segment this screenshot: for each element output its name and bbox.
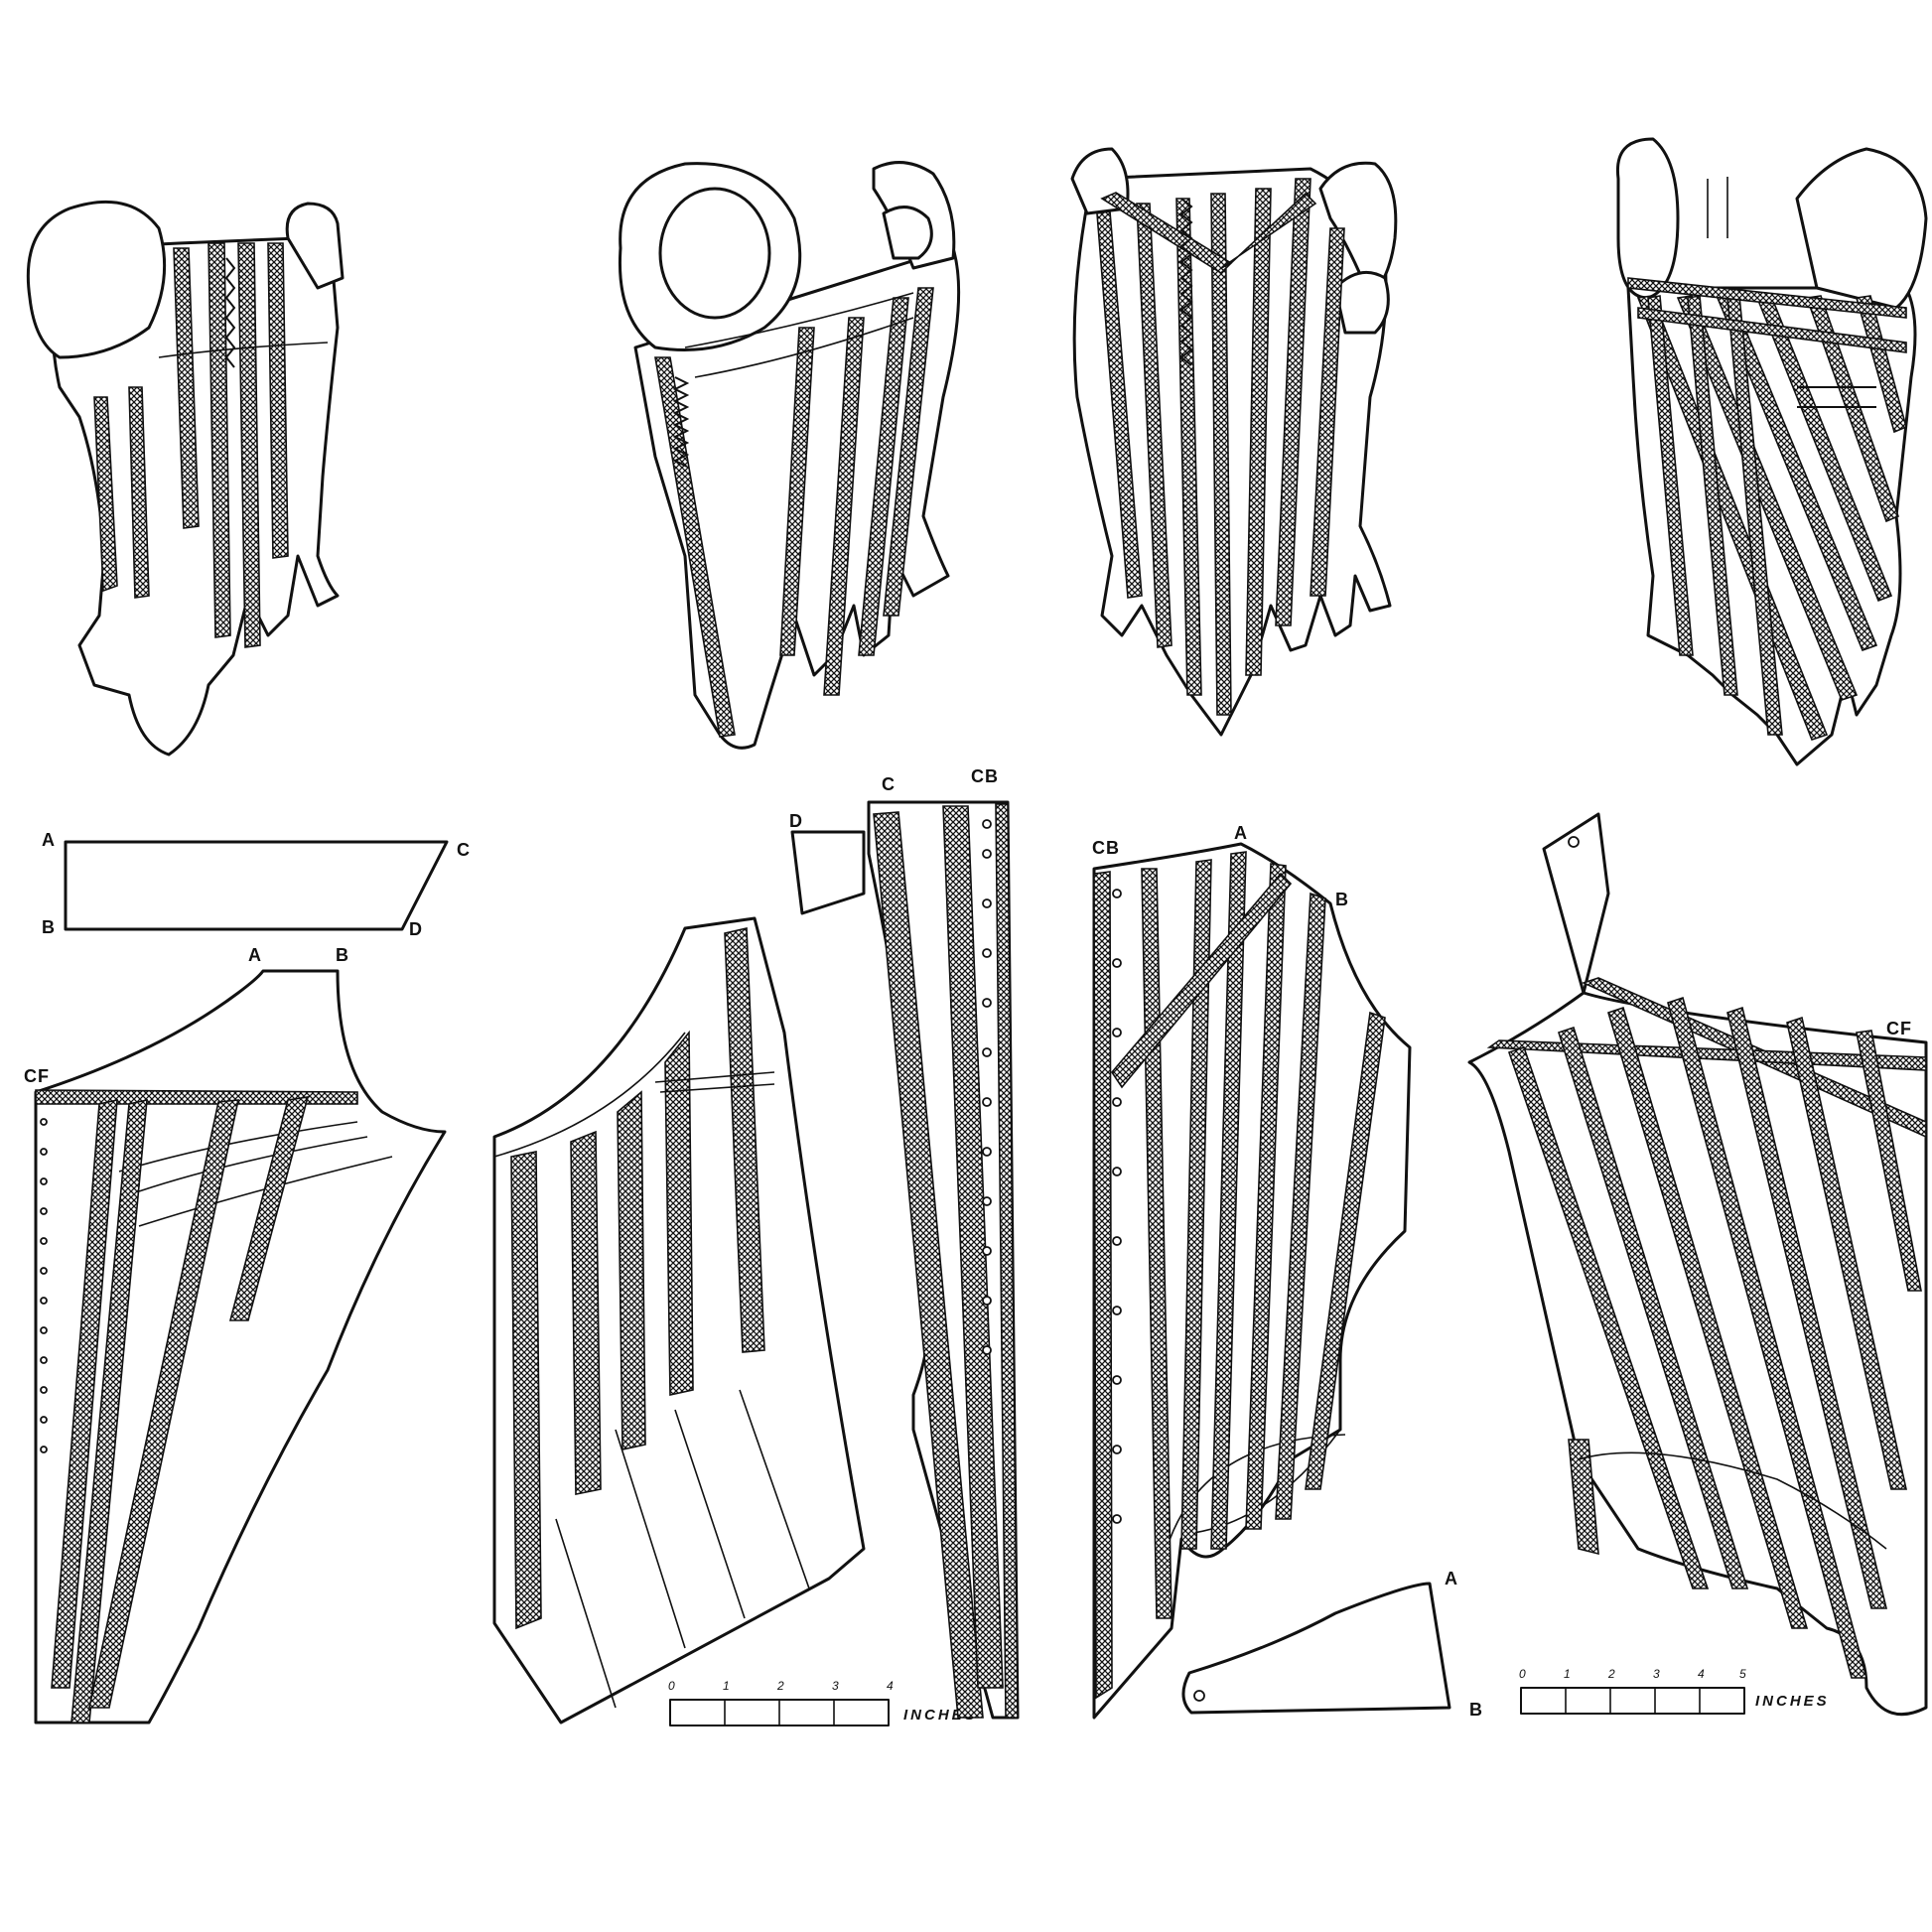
panel-label-cb: CB <box>1092 838 1120 858</box>
back-label-cb: CB <box>971 766 999 786</box>
scale-left-tick-2: 2 <box>776 1679 784 1693</box>
tab-label-a: A <box>1445 1569 1458 1588</box>
scale-bar-right: 0 1 2 3 4 5 INCHES <box>1519 1667 1830 1715</box>
scale-right-tick-2: 2 <box>1607 1667 1615 1681</box>
corset-view-back-side <box>1615 137 1928 766</box>
scale-right-unit: INCHES <box>1755 1693 1830 1710</box>
side-panel-pattern <box>492 916 866 1725</box>
front-label-a: A <box>248 945 262 965</box>
center-back-pattern: D C CB <box>789 766 1020 1720</box>
scale-left-tick-0: 0 <box>668 1679 675 1693</box>
back-panel-pattern: CB A B <box>1092 823 1412 1720</box>
back-label-d: D <box>789 811 803 831</box>
panel-label-a: A <box>1234 823 1248 843</box>
scale-right-tick-0: 0 <box>1519 1667 1526 1681</box>
corset-view-back <box>1070 147 1398 737</box>
right-label-cf: CF <box>1886 1019 1912 1038</box>
strap-label-d: D <box>409 919 423 939</box>
strap-pattern: A B C D <box>42 830 471 939</box>
corset-view-front <box>26 200 345 757</box>
strap-label-b: B <box>42 917 56 937</box>
tab-label-b: B <box>1469 1700 1483 1720</box>
scale-left-tick-4: 4 <box>887 1679 894 1693</box>
front-panel-pattern: A B CF <box>24 945 447 1725</box>
back-label-c: C <box>882 774 896 794</box>
corset-view-side <box>618 161 961 750</box>
scale-right-tick-5: 5 <box>1739 1667 1746 1681</box>
panel-label-b: B <box>1335 890 1349 909</box>
front-label-b: B <box>336 945 349 965</box>
strap-label-c: C <box>457 840 471 860</box>
scale-left-tick-1: 1 <box>723 1679 730 1693</box>
scale-left-tick-3: 3 <box>832 1679 839 1693</box>
scale-bar-left: 0 1 2 3 4 INCHES <box>668 1679 975 1726</box>
strap-label-a: A <box>42 830 56 850</box>
scale-right-tick-1: 1 <box>1564 1667 1571 1681</box>
shoulder-tab-pattern: A B <box>1181 1569 1483 1720</box>
scale-right-tick-4: 4 <box>1698 1667 1705 1681</box>
front-label-cf: CF <box>24 1066 50 1086</box>
front-panel-right-pattern: CF <box>1467 812 1928 1717</box>
scale-right-tick-3: 3 <box>1653 1667 1660 1681</box>
